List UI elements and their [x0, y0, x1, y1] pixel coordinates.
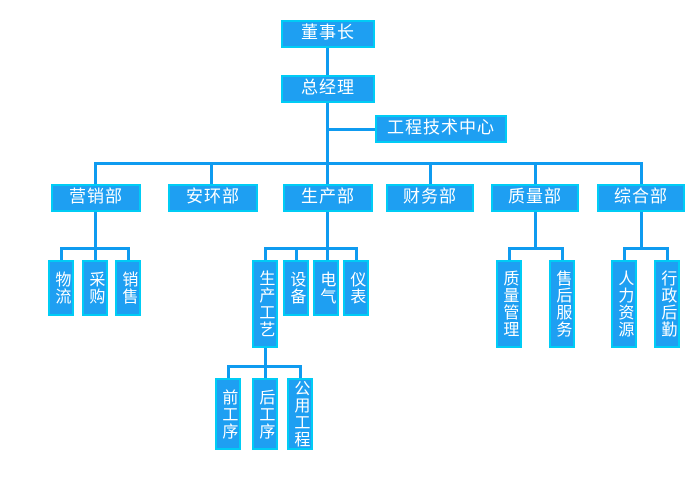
connector-process-to-front [227, 365, 230, 378]
connector-gm-trunk [326, 103, 329, 165]
connector-production-to-electrical [326, 247, 329, 260]
node-department-safety[interactable]: 安环部 [168, 184, 258, 212]
connector-marketing-stem [94, 212, 97, 247]
node-production-process[interactable]: 生产工艺 [252, 260, 278, 348]
connector-bus-to-marketing [94, 162, 97, 184]
connector-production-stem [326, 212, 329, 247]
node-department-marketing[interactable]: 营销部 [51, 184, 141, 212]
connector-ga-to-hr [623, 247, 626, 260]
connector-bus-to-general-affairs [640, 162, 643, 184]
node-department-quality[interactable]: 质量部 [491, 184, 579, 212]
connector-process-to-back [264, 365, 267, 378]
connector-process-stem [264, 348, 267, 378]
node-instrument[interactable]: 仪表 [343, 260, 369, 316]
connector-bus-to-safety [210, 162, 213, 184]
production-child-bus [264, 247, 355, 250]
node-after-sales-service[interactable]: 售后服务 [549, 260, 575, 348]
connector-marketing-to-logistics [60, 247, 63, 260]
connector-bus-to-quality [534, 162, 537, 184]
node-equipment[interactable]: 设备 [283, 260, 309, 316]
node-logistics[interactable]: 物流 [48, 260, 74, 316]
connector-production-to-process [264, 247, 267, 260]
connector-to-engineering-center [326, 128, 375, 131]
connector-production-to-instrument [355, 247, 358, 260]
connector-bus-to-production [326, 162, 329, 184]
connector-marketing-to-sales [127, 247, 130, 260]
node-utility-engineering[interactable]: 公用工程 [287, 378, 313, 450]
connector-quality-stem [534, 212, 537, 247]
department-bus [94, 162, 640, 165]
node-department-general-affairs[interactable]: 综合部 [597, 184, 685, 212]
node-front-process[interactable]: 前工序 [215, 378, 241, 450]
connector-production-to-equipment [295, 247, 298, 260]
node-department-finance[interactable]: 财务部 [386, 184, 474, 212]
node-general-manager[interactable]: 总经理 [281, 75, 375, 103]
node-human-resources[interactable]: 人力资源 [611, 260, 637, 348]
connector-ga-to-admin [666, 247, 669, 260]
connector-chairman-to-gm [326, 48, 329, 75]
node-purchasing[interactable]: 采购 [82, 260, 108, 316]
connector-process-to-utility [299, 365, 302, 378]
node-engineering-center[interactable]: 工程技术中心 [375, 115, 507, 143]
general-affairs-child-bus [623, 247, 669, 250]
connector-quality-to-qm [508, 247, 511, 260]
connector-general-affairs-stem [640, 212, 643, 247]
connector-quality-to-aftersales [561, 247, 564, 260]
node-administration-logistics[interactable]: 行政后勤 [654, 260, 680, 348]
connector-marketing-to-purchasing [94, 247, 97, 260]
node-electrical[interactable]: 电气 [313, 260, 339, 316]
connector-bus-to-finance [429, 162, 432, 184]
quality-child-bus [508, 247, 564, 250]
node-department-production[interactable]: 生产部 [283, 184, 373, 212]
node-quality-management[interactable]: 质量管理 [496, 260, 522, 348]
node-sales[interactable]: 销售 [115, 260, 141, 316]
node-back-process[interactable]: 后工序 [252, 378, 278, 450]
node-chairman[interactable]: 董事长 [281, 20, 375, 48]
